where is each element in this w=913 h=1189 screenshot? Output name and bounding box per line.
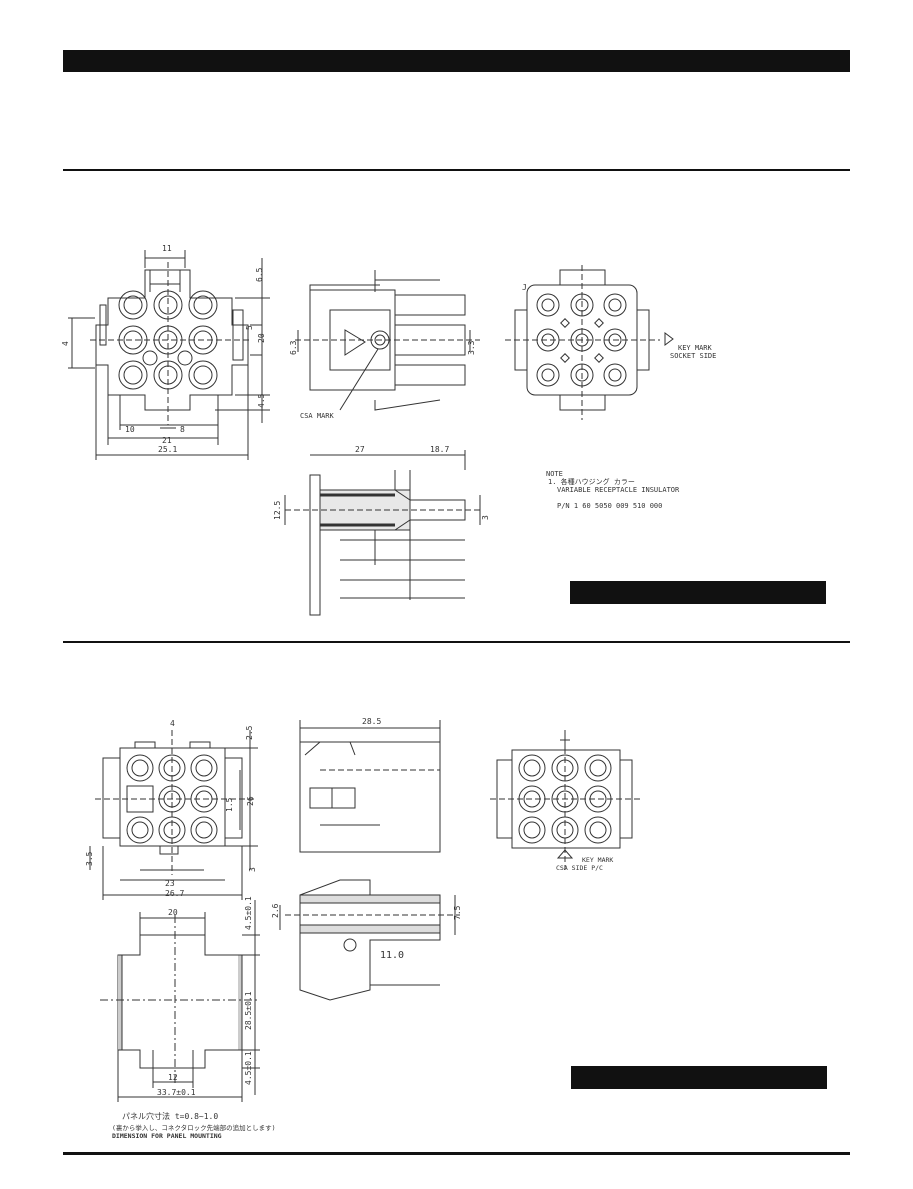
dim-label: 18.7 bbox=[430, 445, 449, 454]
note-line-1: 1. 各種ハウジング カラー bbox=[548, 477, 635, 486]
top-front-view bbox=[68, 250, 270, 460]
panel-cutout-drawing bbox=[100, 900, 260, 1102]
key-mark-sub-label: SOCKET SIDE bbox=[670, 352, 716, 360]
dim-label: 3 bbox=[481, 515, 490, 520]
dim-label: 4.5±0.1 bbox=[244, 896, 253, 930]
dim-label: 2.6 bbox=[271, 903, 280, 918]
dim-label: 28.5 bbox=[362, 717, 381, 726]
dim-label: 27 bbox=[355, 445, 365, 454]
dim-label: 3 bbox=[248, 867, 257, 872]
dim-label: 8 bbox=[180, 425, 185, 434]
dim-label: 2.5 bbox=[245, 725, 254, 740]
dim-label: 6.5 bbox=[255, 267, 264, 282]
dim-label: 5 bbox=[245, 325, 254, 330]
bottom-cross-section bbox=[279, 879, 460, 1001]
dim-label: 6.3 bbox=[289, 340, 298, 355]
note-line-2: VARIABLE RECEPTACLE INSULATOR bbox=[557, 486, 680, 494]
note-heading: NOTE bbox=[546, 470, 563, 478]
dim-label: 26.7 bbox=[165, 889, 184, 898]
dim-label: 21 bbox=[162, 436, 172, 445]
dim-label: 4.5 bbox=[257, 393, 266, 408]
top-section-label-box bbox=[570, 581, 826, 604]
key-mark-label: KEY MARK bbox=[582, 856, 613, 864]
top-rear-view bbox=[505, 265, 674, 420]
dim-label: 33.7±0.1 bbox=[157, 1088, 196, 1097]
dim-label: 4 bbox=[170, 719, 175, 728]
panel-cutout-title-en: DIMENSION FOR PANEL MOUNTING bbox=[112, 1132, 222, 1140]
bottom-rear-view bbox=[490, 730, 640, 870]
header-bar bbox=[63, 50, 850, 72]
dim-label: 4 bbox=[61, 341, 70, 346]
dim-label: J bbox=[522, 283, 527, 292]
top-side-view bbox=[295, 270, 480, 411]
csa-mark-label: CSA MARK bbox=[300, 412, 335, 420]
dim-label: 3.5 bbox=[85, 851, 94, 866]
dim-label: 1.5 bbox=[225, 797, 234, 812]
dim-label: 23 bbox=[165, 879, 175, 888]
dim-label: 3.3 bbox=[467, 340, 476, 355]
key-mark-label: KEY MARK bbox=[678, 344, 713, 352]
bottom-section-label-box bbox=[571, 1066, 827, 1089]
dim-label: 11.0 bbox=[380, 950, 404, 961]
dim-label: 28.5±0.1 bbox=[244, 991, 253, 1030]
dim-label: 4.5±0.1 bbox=[244, 1051, 253, 1085]
panel-cutout-note-jp: (裏から挙入し、コネクタロック先端部の追加とします) bbox=[112, 1124, 276, 1132]
panel-cutout-title-jp: パネル穴寸法 t=0.8~1.0 bbox=[122, 1112, 219, 1121]
dim-label: 26 bbox=[246, 796, 255, 806]
dim-label: 7.5 bbox=[453, 905, 462, 920]
dim-label: 11 bbox=[162, 244, 172, 253]
dim-label: 20 bbox=[168, 908, 178, 917]
note-part-number: P/N 1 60 5050 009 510 000 bbox=[557, 502, 662, 510]
section-divider-bottom bbox=[63, 1152, 850, 1155]
section-divider-middle bbox=[63, 641, 850, 643]
section-divider-top bbox=[63, 169, 850, 171]
dim-label: 12 bbox=[168, 1073, 178, 1082]
dim-label: 20 bbox=[257, 333, 266, 343]
key-mark-sub-label: CSA SIDE P/C bbox=[556, 864, 603, 872]
bottom-front-view bbox=[89, 730, 258, 900]
dim-label: 12.5 bbox=[273, 501, 282, 520]
bottom-side-view bbox=[299, 720, 441, 853]
dim-label: 25.1 bbox=[158, 445, 177, 454]
dim-label: 10 bbox=[125, 425, 135, 434]
top-cross-section bbox=[284, 450, 481, 616]
